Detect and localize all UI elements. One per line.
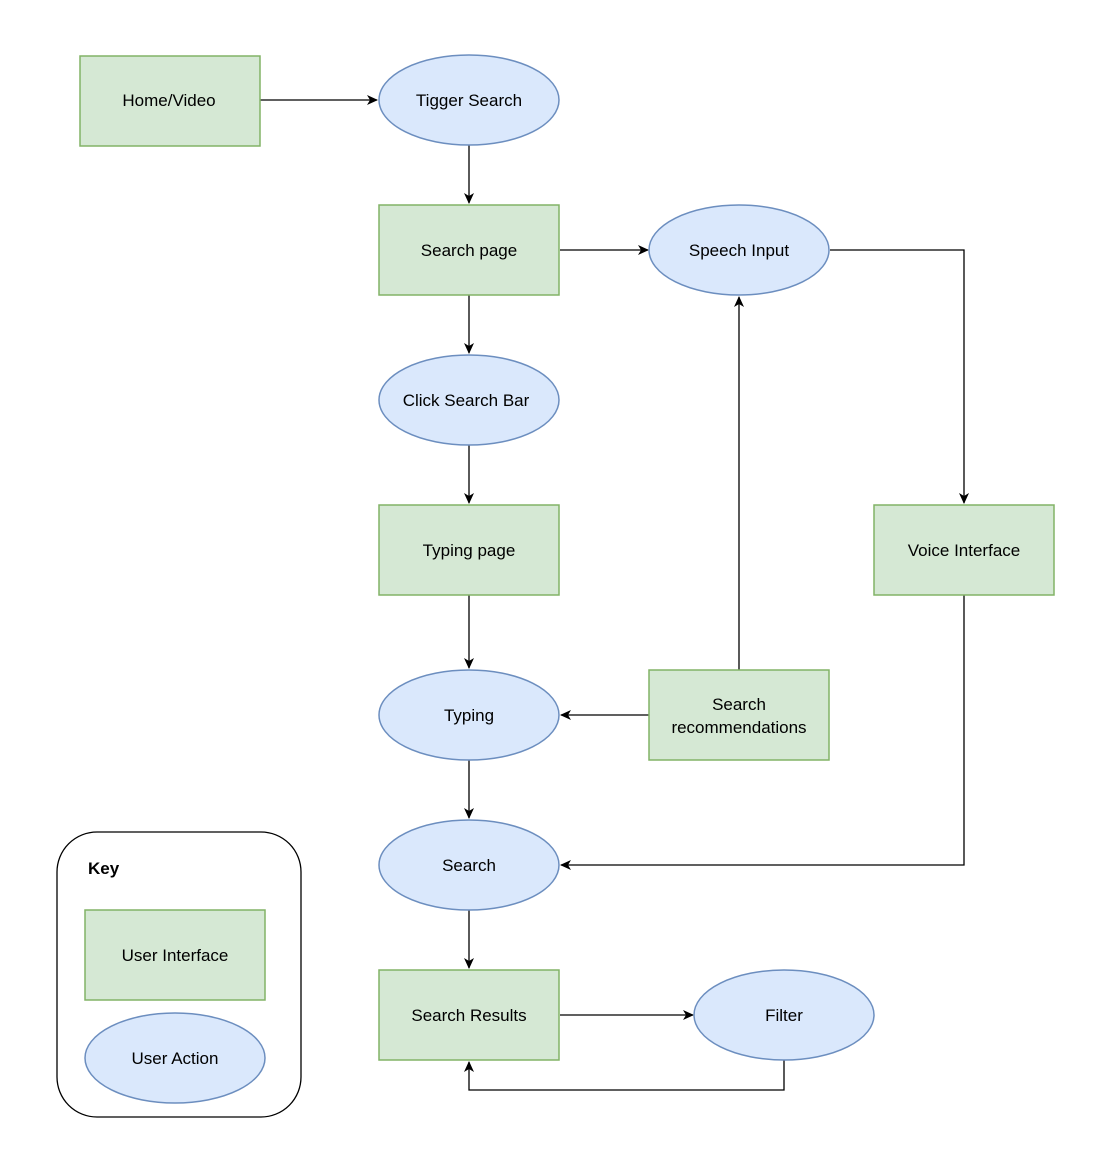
node-search: Search (378, 819, 560, 911)
user-action-ellipse (378, 819, 560, 911)
node-filter: Filter (693, 969, 875, 1061)
node-search-recommendations: Search recommendations (648, 669, 830, 761)
node-label: Typing page (423, 541, 516, 560)
user-interface-box (873, 504, 1055, 596)
edges (260, 95, 969, 1091)
user-action-ellipse (378, 354, 560, 446)
user-interface-box (378, 204, 560, 296)
edge-speech-input-to-voice-interface (830, 249, 969, 504)
node-typing-page: Typing page (378, 504, 560, 596)
legend-user-action-swatch (84, 1012, 266, 1104)
user-action-ellipse (378, 54, 560, 146)
node-label: Typing (444, 706, 494, 725)
node-label: Search page (421, 241, 517, 260)
node-label-line2: recommendations (671, 718, 806, 737)
user-action-ellipse (378, 669, 560, 761)
edge-voice-interface-to-search (560, 595, 965, 870)
user-interface-box (378, 969, 560, 1061)
user-action-ellipse (648, 204, 830, 296)
node-home-video: Home/Video (79, 55, 261, 147)
legend: Key User Interface User Action (56, 831, 302, 1118)
node-typing: Typing (378, 669, 560, 761)
node-search-page: Search page (378, 204, 560, 296)
edge-filter-to-results (464, 1060, 785, 1091)
node-label: Home/Video (122, 91, 215, 110)
node-voice-interface: Voice Interface (873, 504, 1055, 596)
node-label: Voice Interface (908, 541, 1020, 560)
legend-user-interface-swatch (84, 909, 266, 1001)
node-label: Filter (765, 1006, 803, 1025)
user-action-ellipse (693, 969, 875, 1061)
node-label: Speech Input (689, 241, 789, 260)
user-interface-box (378, 504, 560, 596)
node-label: Search (442, 856, 496, 875)
node-speech-input: Speech Input (648, 204, 830, 296)
node-click-search-bar: Click Search Bar (378, 354, 560, 446)
node-trigger-search: Tigger Search (378, 54, 560, 146)
node-search-results: Search Results (378, 969, 560, 1061)
user-interface-box (648, 669, 830, 761)
user-interface-box (79, 55, 261, 147)
node-label: Click Search Bar (403, 391, 530, 410)
legend-user-action-label: User Action (132, 1049, 219, 1068)
node-label: Tigger Search (416, 91, 522, 110)
node-label: Search Results (411, 1006, 526, 1025)
legend-user-interface-label: User Interface (122, 946, 229, 965)
node-label-line1: Search (712, 695, 766, 714)
legend-title: Key (88, 859, 120, 878)
